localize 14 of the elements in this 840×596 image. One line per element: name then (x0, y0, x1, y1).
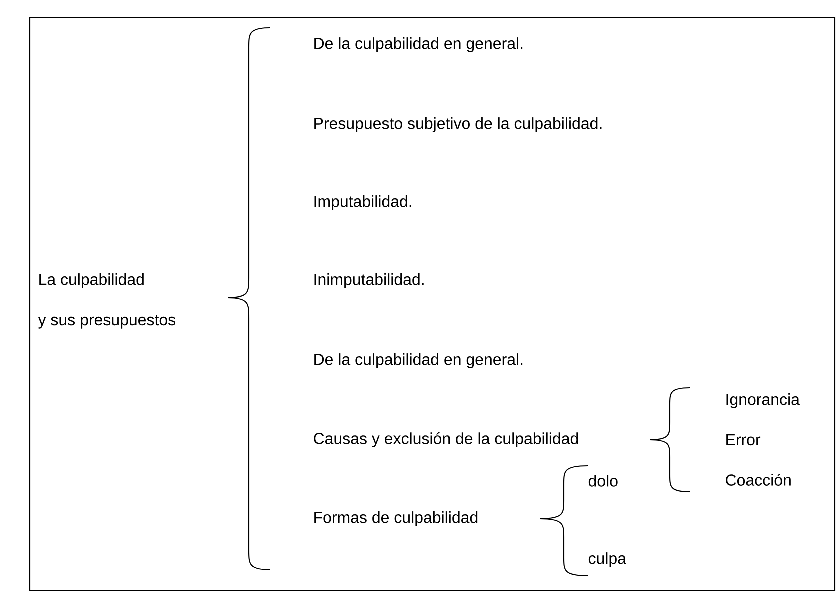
label-text: Imputabilidad. (314, 196, 412, 210)
label-text: Ignorancia (726, 394, 800, 408)
label-text: Error (726, 434, 761, 446)
label-text: Formas de culpabilidad (314, 512, 478, 526)
label-text: De la culpabilidad en general. (314, 354, 523, 368)
label-text: y sus presupuestos (38, 315, 176, 329)
label-text: culpa (588, 552, 626, 568)
label-text: De la culpabilidad en general. (314, 38, 523, 52)
label-text: dolo (588, 475, 618, 487)
label-text: Inimputabilidad. (314, 274, 424, 288)
label-text: Presupuesto subjetivo de la culpabilidad. (314, 118, 602, 132)
label-text: La culpabilidad (40, 274, 144, 288)
label-text: Causas y exclusión de la culpabilidad (314, 432, 578, 448)
label-text: Coacción (726, 474, 791, 486)
